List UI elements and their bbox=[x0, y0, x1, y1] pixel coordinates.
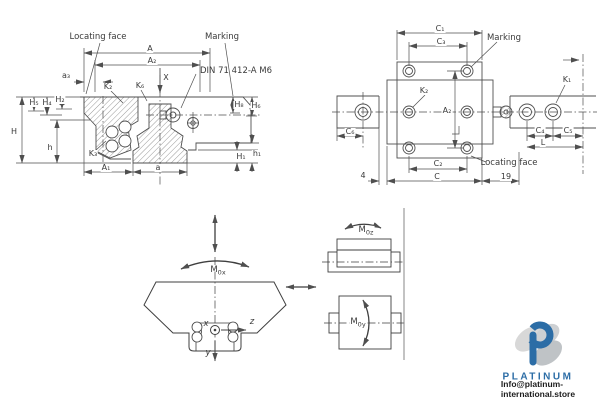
m0z-diagram bbox=[322, 222, 405, 273]
top-dim-C6: C₆ bbox=[344, 127, 356, 136]
front-dim-K2: K₂ bbox=[102, 82, 114, 91]
block-side bbox=[336, 238, 392, 268]
top-marking-label: Marking bbox=[486, 32, 522, 43]
platinum-logo-icon bbox=[514, 321, 563, 366]
block-silhouette bbox=[143, 281, 287, 352]
load-diagram-drawing bbox=[143, 214, 317, 362]
brand-email: Info@platinum-international.store bbox=[500, 379, 576, 399]
axis-y-label: y bbox=[205, 347, 211, 358]
front-dim-A2: A₂ bbox=[146, 56, 158, 65]
axis-arrows bbox=[212, 327, 247, 362]
locating-face-mark bbox=[452, 126, 460, 135]
top-dim-C4: C₄ bbox=[534, 126, 546, 135]
top-dim-19: 19 bbox=[499, 172, 513, 181]
front-marking-label: Marking bbox=[204, 31, 240, 42]
front-din-spec-label: DIN 71 412-A M6 bbox=[200, 65, 272, 76]
top-dim-C2: C₂ bbox=[432, 159, 444, 168]
ball-circles bbox=[191, 321, 239, 343]
front-dim-a3: a₃ bbox=[60, 71, 72, 80]
front-leaders bbox=[85, 42, 234, 151]
top-leaders bbox=[412, 41, 566, 163]
top-dim-C5: C₅ bbox=[562, 126, 574, 135]
top-dim-K1: K₁ bbox=[561, 75, 573, 84]
top-dimensions bbox=[336, 30, 584, 185]
front-dim-H2: H₂ bbox=[54, 95, 66, 104]
m0x-label: M0x bbox=[210, 264, 226, 277]
m0y-arrow bbox=[362, 299, 370, 347]
top-dim-A2: A₂ bbox=[441, 106, 453, 115]
top-dim-L: L bbox=[539, 138, 547, 147]
load-arrows bbox=[180, 214, 317, 290]
front-dim-h1: h₁ bbox=[251, 149, 263, 158]
front-dim-H8: H₈ bbox=[233, 100, 245, 109]
front-axis-x-label: X bbox=[163, 73, 169, 82]
brand-name: PLATINUM bbox=[502, 371, 574, 383]
front-dim-H: H bbox=[9, 127, 19, 136]
m0z-arrow bbox=[344, 222, 382, 230]
m0z-label: M0z bbox=[357, 224, 375, 237]
top-dim-4: 4 bbox=[359, 171, 367, 180]
front-dim-A: A bbox=[146, 44, 154, 53]
front-dim-K3: K₃ bbox=[87, 149, 99, 158]
block-bolt-holes bbox=[402, 64, 474, 155]
front-dim-H6: H₆ bbox=[250, 101, 262, 110]
top-dim-K2: K₂ bbox=[418, 86, 430, 95]
front-dim-H1: H₁ bbox=[235, 152, 247, 161]
front-dim-h: h bbox=[46, 143, 54, 152]
axis-z-label: z bbox=[249, 316, 255, 327]
top-view-drawing bbox=[332, 30, 597, 185]
front-dim-H4: H₄ bbox=[41, 98, 53, 107]
front-dim-H5: H₅ bbox=[28, 98, 40, 107]
front-locating-face-label: Locating face bbox=[69, 31, 127, 42]
block-top-plate bbox=[396, 61, 483, 159]
front-dim-A1: A₁ bbox=[100, 163, 112, 172]
top-locating-face-label: Locating face bbox=[480, 157, 538, 168]
front-view-drawing bbox=[16, 42, 262, 186]
top-dim-C3: C₃ bbox=[435, 37, 447, 46]
top-dim-C: C bbox=[433, 172, 441, 181]
centerlines-top bbox=[332, 54, 597, 174]
ball-bearings bbox=[105, 120, 132, 153]
front-dim-K6: K₆ bbox=[134, 81, 146, 90]
m0y-label: M0y bbox=[349, 316, 367, 329]
front-dim-a: a bbox=[154, 163, 162, 172]
top-dim-C1: C₁ bbox=[434, 24, 446, 33]
front-dimensions bbox=[16, 48, 259, 176]
axis-x-label: x bbox=[203, 318, 209, 329]
